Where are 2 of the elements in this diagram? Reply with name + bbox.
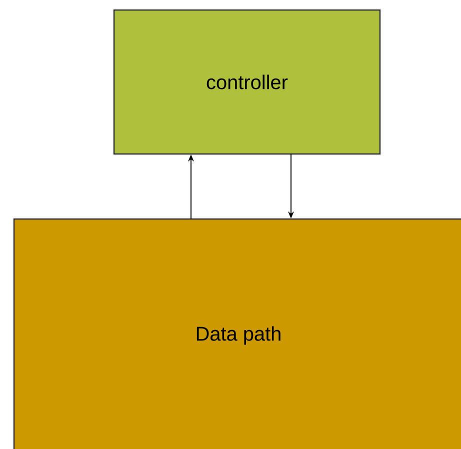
- data-path-box: Data path: [14, 218, 461, 449]
- controller-box: controller: [114, 10, 380, 154]
